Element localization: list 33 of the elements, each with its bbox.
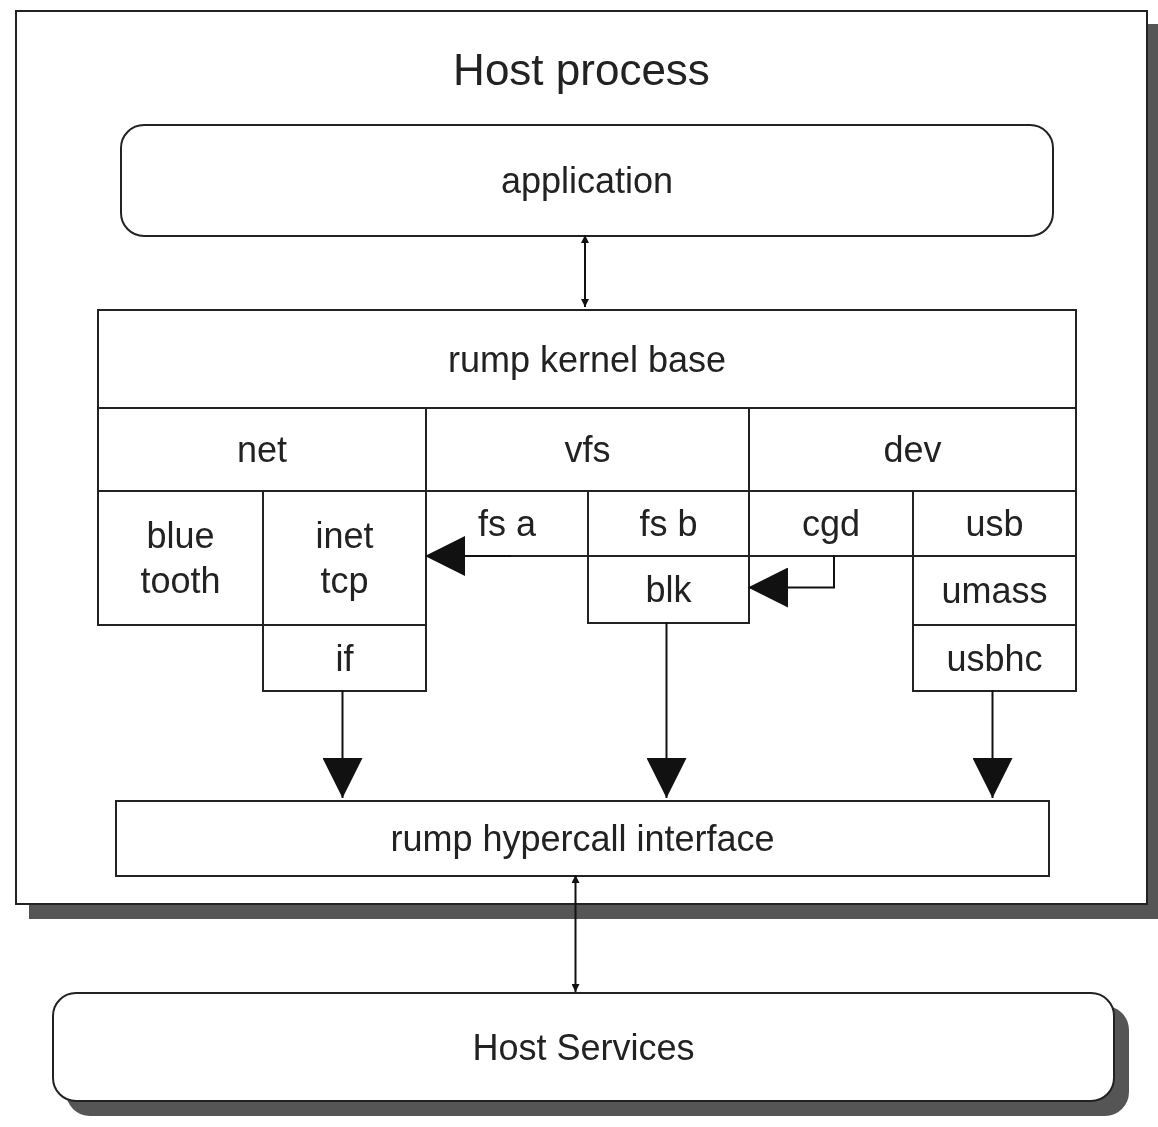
- box-label: umass: [941, 569, 1048, 613]
- layer-box: [97, 309, 1077, 409]
- arrow: [424, 536, 511, 576]
- box-label: Host Services: [472, 1025, 695, 1070]
- box-label: blue tooth: [139, 514, 222, 603]
- component-box: [262, 624, 427, 692]
- box-label: vfs: [564, 428, 611, 472]
- box-label: blk: [645, 568, 692, 612]
- box-label: usbhc: [946, 636, 1043, 681]
- box-label: cgd: [801, 502, 860, 546]
- arrow: [747, 554, 835, 608]
- arrow: [581, 234, 589, 308]
- box-label: inet tcp: [314, 514, 375, 603]
- box-label: fs b: [639, 502, 698, 546]
- box-label: rump hypercall interface: [390, 817, 775, 861]
- box-label: if: [335, 636, 354, 681]
- component-box: [912, 555, 1077, 626]
- arrow: [646, 621, 687, 799]
- interface-box: [115, 800, 1050, 877]
- component-box: [912, 624, 1077, 692]
- box-label: net: [236, 428, 287, 472]
- arrow: [322, 689, 363, 799]
- box-label: application: [500, 159, 674, 203]
- component-box: [587, 555, 750, 624]
- application-box: [120, 124, 1054, 237]
- panel-title: Host process: [453, 44, 710, 96]
- component-box: [97, 490, 264, 626]
- box-label: usb: [965, 502, 1024, 546]
- arrow: [972, 689, 1013, 799]
- arrow: [571, 874, 580, 993]
- box-label: rump kernel base: [447, 337, 727, 382]
- box-label: dev: [883, 428, 942, 472]
- box-label: fs a: [478, 502, 536, 546]
